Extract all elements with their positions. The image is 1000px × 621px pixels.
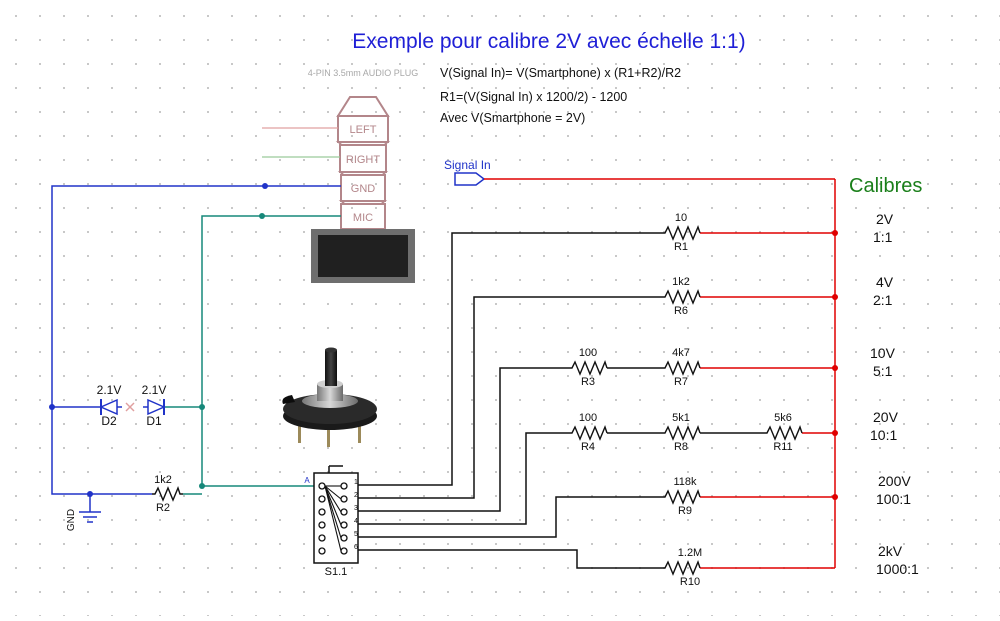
r3-ref: R3 bbox=[581, 376, 595, 388]
resistor-r3: 100 R3 bbox=[569, 347, 608, 388]
calibre-ratio: 1000:1 bbox=[876, 561, 919, 577]
resistor-r1: 10 R1 bbox=[662, 212, 701, 253]
calibre-voltage: 2V bbox=[876, 211, 894, 227]
page-title: Exemple pour calibre 2V avec échelle 1:1… bbox=[352, 30, 745, 53]
r7-ref: R7 bbox=[674, 376, 688, 388]
formula-1: V(Signal In)= V(Smartphone) x (R1+R2)/R2 bbox=[440, 66, 681, 80]
resistor-r7: 4k7 R7 bbox=[662, 347, 701, 388]
calibre-voltage: 200V bbox=[878, 473, 911, 489]
r1-ref: R1 bbox=[674, 241, 688, 253]
switch-pin-5: 5 bbox=[354, 531, 358, 538]
r8-value: 5k1 bbox=[672, 412, 690, 424]
plug-ring-left: LEFT bbox=[350, 124, 377, 136]
calibre-3: 10V 5:1 bbox=[870, 345, 896, 379]
switch-ref: S1.1 bbox=[325, 566, 348, 578]
r11-value: 5k6 bbox=[774, 412, 792, 424]
calibres-title: Calibres bbox=[849, 175, 922, 197]
calibre-voltage: 2kV bbox=[878, 543, 903, 559]
r4-value: 100 bbox=[579, 412, 597, 424]
r10-value: 1.2M bbox=[678, 547, 702, 559]
calibre-4: 20V 10:1 bbox=[870, 409, 899, 443]
calibre-5: 200V 100:1 bbox=[876, 473, 911, 507]
resistor-r4: 100 R4 bbox=[569, 412, 608, 453]
audio-plug-drawing: 4-PIN 3.5mm AUDIO PLUG LEFT RIGHT GND MI… bbox=[308, 68, 419, 283]
r8-ref: R8 bbox=[674, 441, 688, 453]
calibre-1: 2V 1:1 bbox=[873, 211, 894, 245]
r2-ref: R2 bbox=[156, 502, 170, 514]
switch-pin-1: 1 bbox=[354, 479, 358, 486]
calibre-ratio: 10:1 bbox=[870, 427, 897, 443]
r2-value: 1k2 bbox=[154, 474, 172, 486]
diode-junction-mark bbox=[125, 402, 135, 412]
calibre-ratio: 2:1 bbox=[873, 292, 893, 308]
resistor-r10: 1.2M R10 bbox=[662, 547, 702, 588]
formula-3: Avec V(Smartphone = 2V) bbox=[440, 111, 585, 125]
resistor-r9: 118k R9 bbox=[662, 476, 701, 517]
switch-pin-3: 3 bbox=[354, 505, 358, 512]
resistor-r6: 1k2 R6 bbox=[662, 276, 701, 317]
r9-value: 118k bbox=[673, 476, 697, 488]
plug-caption: 4-PIN 3.5mm AUDIO PLUG bbox=[308, 68, 419, 78]
r4-ref: R4 bbox=[581, 441, 595, 453]
calibre-2: 4V 2:1 bbox=[873, 274, 894, 308]
switch-pin-6: 6 bbox=[354, 544, 358, 551]
r6-value: 1k2 bbox=[672, 276, 690, 288]
diode-d2: 2.1V D2 bbox=[97, 383, 122, 428]
r6-ref: R6 bbox=[674, 305, 688, 317]
switch-common-label: A bbox=[304, 476, 310, 485]
formula-2: R1=(V(Signal In) x 1200/2) - 1200 bbox=[440, 90, 627, 104]
d1-value: 2.1V bbox=[142, 383, 167, 397]
r9-ref: R9 bbox=[678, 505, 692, 517]
r3-value: 100 bbox=[579, 347, 597, 359]
calibre-ratio: 100:1 bbox=[876, 491, 911, 507]
resistor-r8: 5k1 R8 bbox=[662, 412, 701, 453]
switch-pin-4: 4 bbox=[354, 518, 358, 525]
ground-label: GND bbox=[66, 509, 77, 531]
calibre-voltage: 20V bbox=[873, 409, 899, 425]
ground-symbol: GND bbox=[66, 509, 101, 531]
d1-ref: D1 bbox=[146, 414, 162, 428]
switch-pin-2: 2 bbox=[354, 492, 358, 499]
r10-ref: R10 bbox=[680, 576, 700, 588]
r1-value: 10 bbox=[675, 212, 687, 224]
r7-value: 4k7 bbox=[672, 347, 690, 359]
resistor-r2: 1k2 R2 bbox=[152, 474, 183, 514]
calibre-ratio: 5:1 bbox=[873, 363, 893, 379]
d2-ref: D2 bbox=[101, 414, 117, 428]
diode-d1: 2.1V D1 bbox=[142, 383, 167, 428]
calibre-voltage: 10V bbox=[870, 345, 896, 361]
plug-ring-mic: MIC bbox=[353, 212, 373, 224]
potentiometer-photo bbox=[282, 347, 377, 447]
calibre-voltage: 4V bbox=[876, 274, 894, 290]
signal-in-label: Signal In bbox=[444, 158, 491, 172]
plug-ring-right: RIGHT bbox=[346, 154, 381, 166]
plug-ring-gnd: GND bbox=[351, 183, 376, 195]
rotary-switch-s1: A 1 2 3 4 5 6 S1.1 bbox=[304, 465, 359, 578]
calibre-ratio: 1:1 bbox=[873, 229, 893, 245]
signal-in-port: Signal In bbox=[444, 158, 491, 186]
calibre-6: 2kV 1000:1 bbox=[876, 543, 919, 577]
d2-value: 2.1V bbox=[97, 383, 122, 397]
r11-ref: R11 bbox=[773, 441, 792, 453]
resistor-r11: 5k6 R11 bbox=[764, 412, 803, 453]
